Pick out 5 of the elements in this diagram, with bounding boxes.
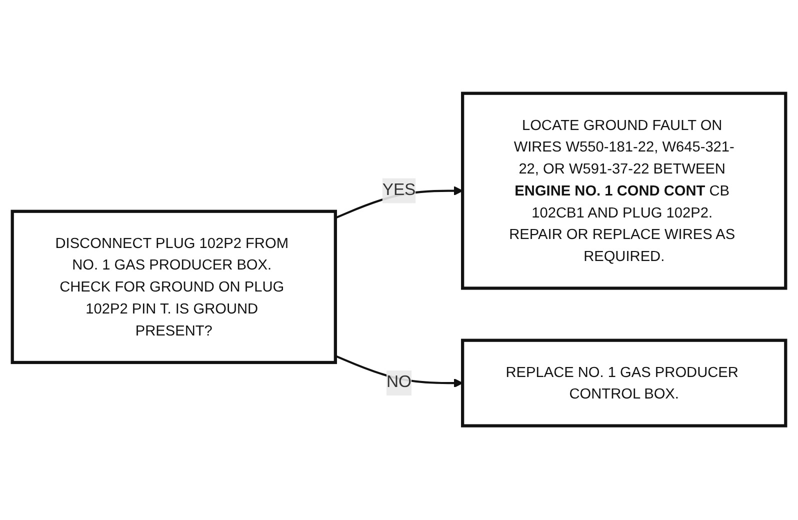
node-box: DISCONNECT PLUG 102P2 FROM NO. 1 GAS PRODUCER BOX. CHECK FOR GROUND ON PLUG 102P2 PIN T. IS GROUND PRESENT? [10, 210, 337, 364]
node-box: LOCATE GROUND FAULT ON WIRES W550-181-22, W645-321-22, OR W591-37-22 BETWEEN ENGINE NO. 1 COND CONT CB 102CB1 AND PLUG 102P2. REPAIR OR REPLACE WIRES AS REQUIRED. [461, 92, 788, 290]
edge-label: NO [386, 374, 412, 392]
node-box: REPLACE NO. 1 GAS PRODUCER CONTROL BOX. [461, 339, 788, 428]
edge-label: YES [382, 182, 416, 200]
